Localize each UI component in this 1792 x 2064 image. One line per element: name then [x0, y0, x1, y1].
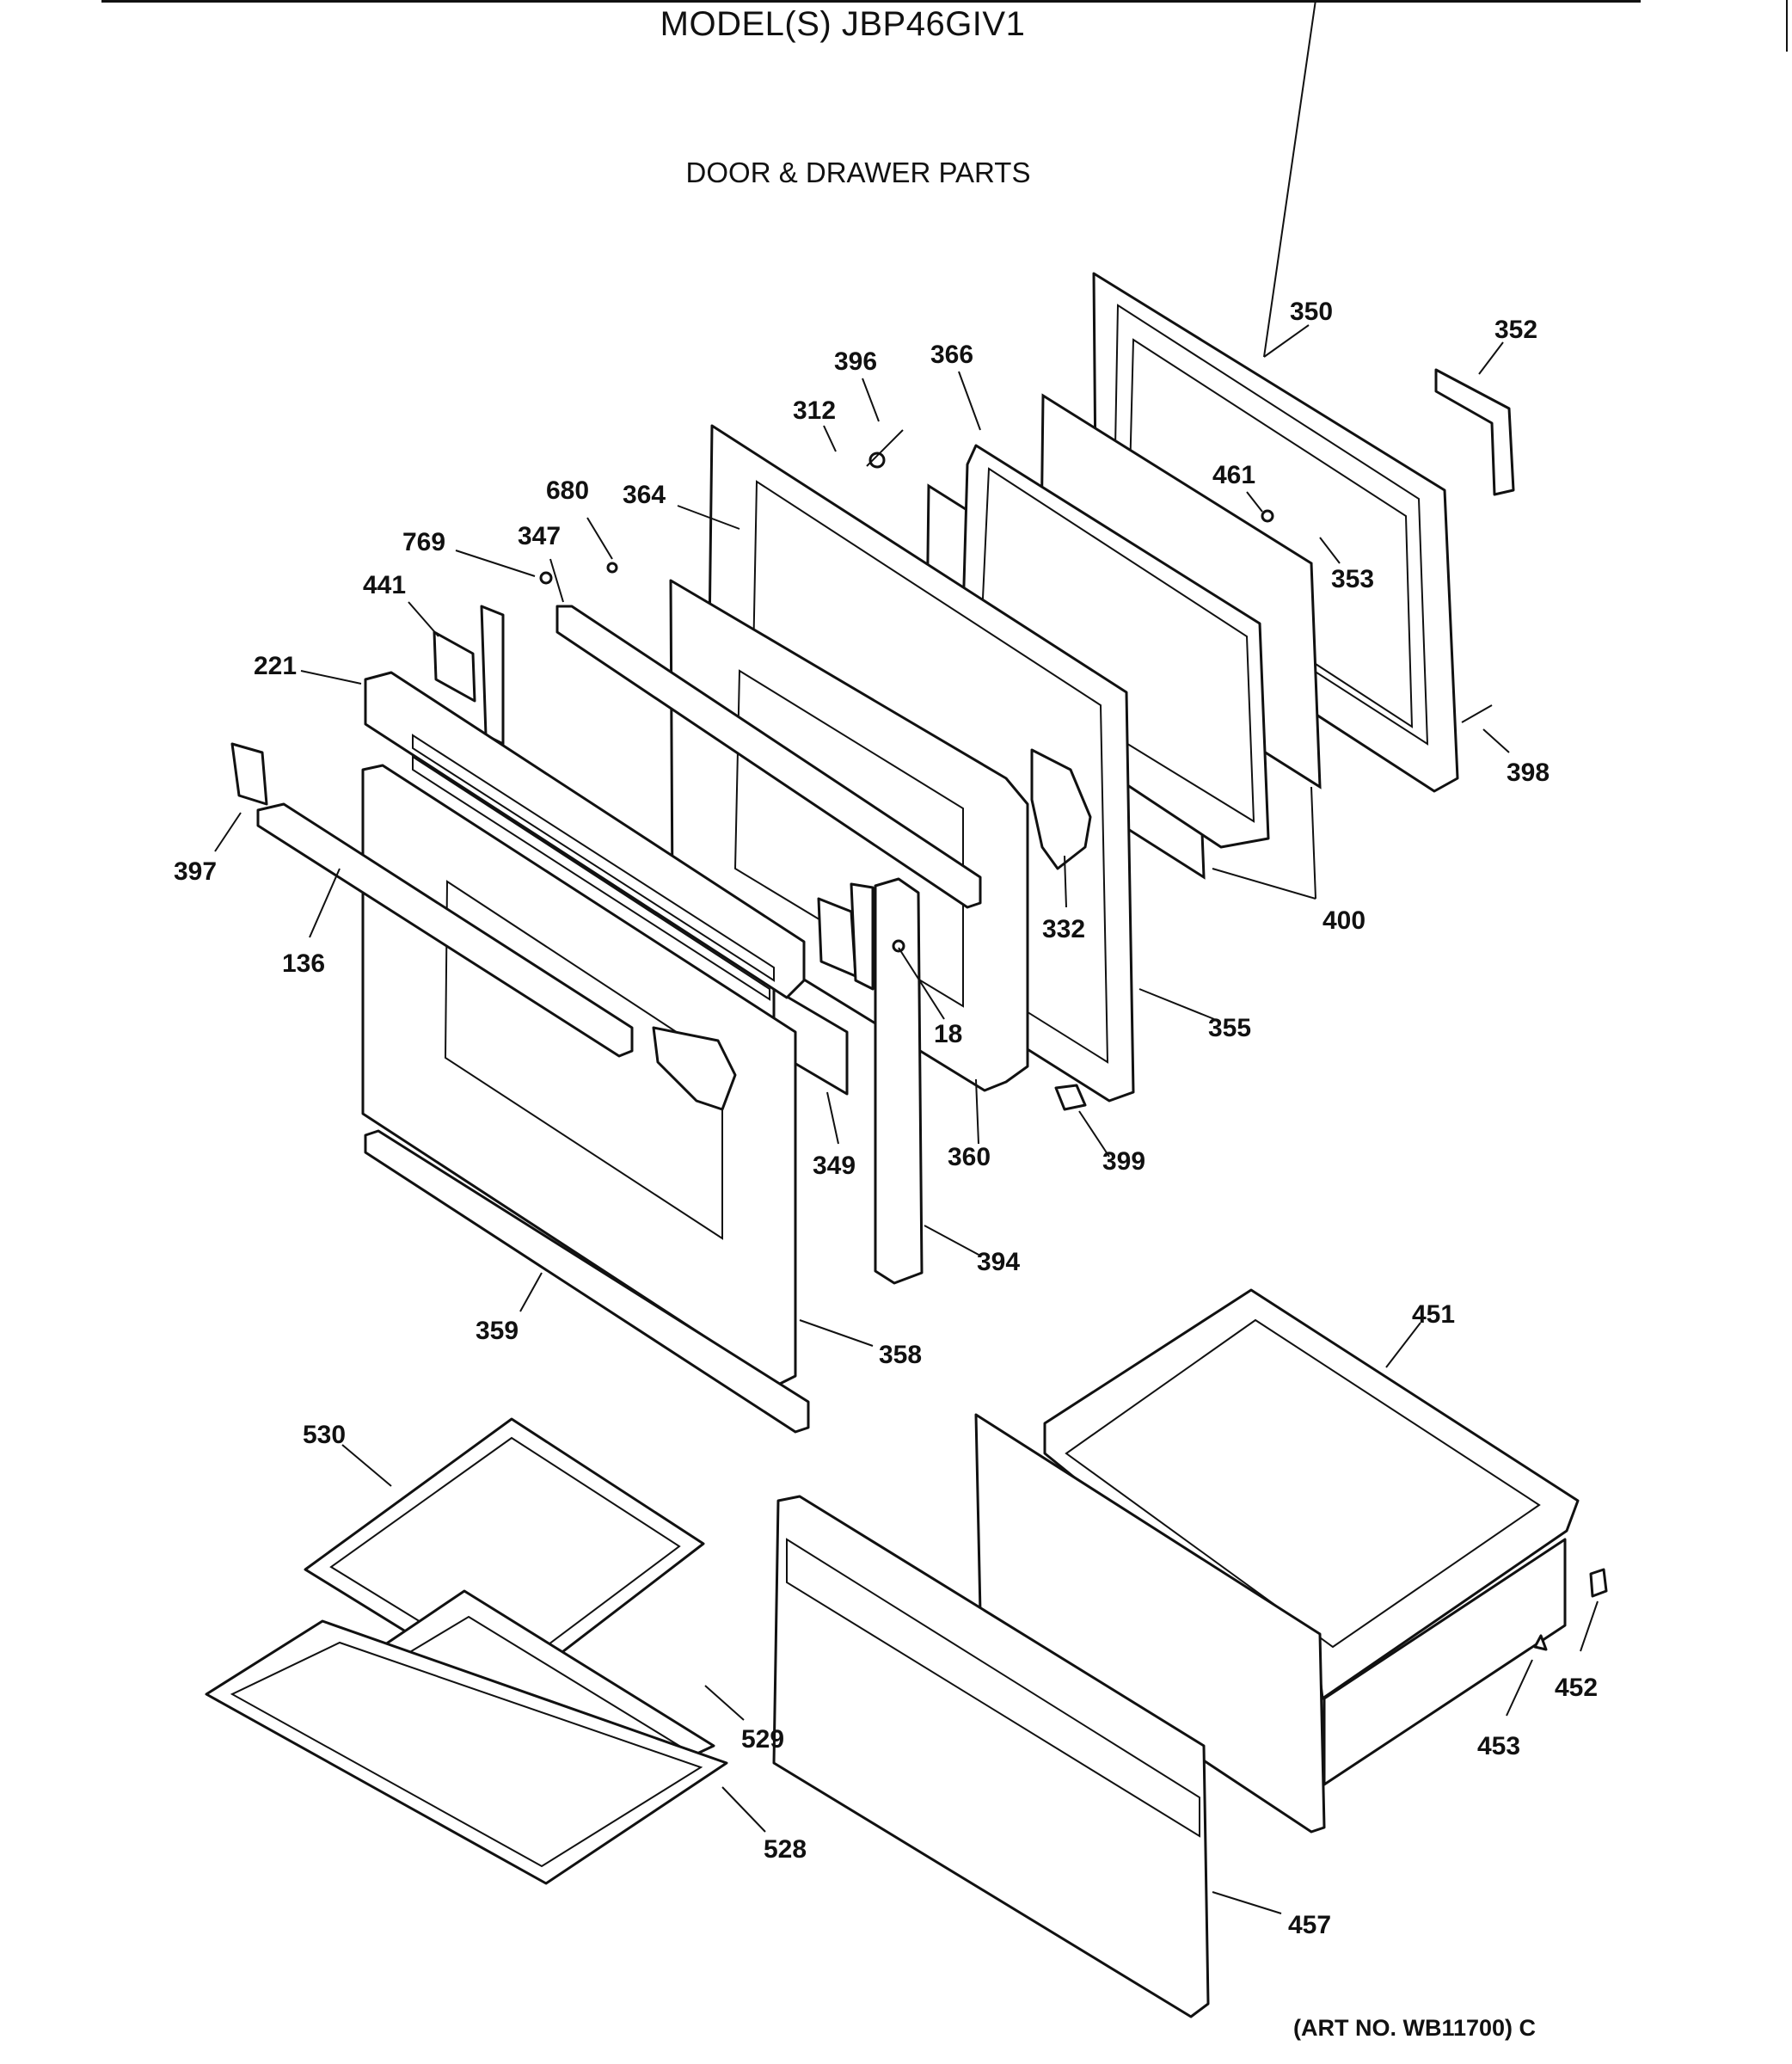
part-397-endcap [230, 742, 268, 806]
callout-366: 366 [930, 341, 973, 369]
part-457-drawer-front [772, 1495, 1210, 2018]
callout-352: 352 [1494, 316, 1537, 344]
section-title: DOOR & DRAWER PARTS [685, 157, 1031, 188]
callout-397: 397 [174, 857, 217, 886]
callout-358: 358 [879, 1341, 922, 1369]
callout-labels: 350 352 396 366 312 461 680 364 353 769 … [174, 298, 1598, 1939]
callout-332: 332 [1042, 915, 1085, 943]
part-394-side-rail [874, 877, 924, 1285]
callout-453: 453 [1477, 1732, 1520, 1760]
part-399-bumper [1054, 1084, 1087, 1111]
part-452-453-clips [1533, 1568, 1608, 1651]
callout-312: 312 [793, 396, 836, 425]
part-352-gasket [1434, 368, 1515, 496]
part-136-handle [256, 802, 737, 1111]
callout-221: 221 [254, 652, 297, 680]
callout-394: 394 [977, 1248, 1020, 1276]
leader-lines [214, 0, 1599, 1914]
part-359-bottom-trim [364, 1129, 810, 1434]
art-number: (ART NO. WB11700) C [1293, 2015, 1537, 2041]
callout-347: 347 [518, 522, 561, 550]
callout-18: 18 [934, 1020, 962, 1048]
callout-353: 353 [1331, 565, 1374, 593]
callout-398: 398 [1507, 759, 1550, 787]
callout-528: 528 [764, 1835, 807, 1864]
callout-441: 441 [363, 571, 406, 599]
part-221-vent-trim [364, 671, 806, 1001]
callout-451: 451 [1412, 1300, 1455, 1329]
top-rule [101, 0, 1641, 3]
callout-529: 529 [741, 1725, 784, 1754]
callout-769: 769 [402, 528, 445, 556]
callout-364: 364 [623, 481, 666, 509]
fasteners [539, 429, 1493, 953]
callout-360: 360 [948, 1143, 991, 1171]
part-hinge-right [817, 882, 875, 991]
callout-399: 399 [1102, 1147, 1145, 1176]
part-358-outer-door [361, 764, 797, 1386]
callout-350: 350 [1290, 298, 1333, 326]
callout-355: 355 [1208, 1014, 1251, 1042]
part-347-channel [555, 605, 982, 909]
callout-136: 136 [282, 949, 325, 978]
part-332-insulation [1030, 748, 1092, 870]
callout-349: 349 [813, 1152, 856, 1180]
part-441-hinge [433, 605, 505, 746]
part-451-drawer-box [974, 1288, 1580, 1834]
callout-530: 530 [303, 1421, 346, 1449]
callout-461: 461 [1212, 461, 1255, 489]
callout-680: 680 [546, 476, 589, 505]
part-366-inner-frame [960, 444, 1270, 849]
right-rule [1786, 0, 1788, 52]
model-title: MODEL(S) JBP46GIV1 [660, 5, 1026, 43]
callout-452: 452 [1555, 1674, 1598, 1702]
callout-359: 359 [476, 1317, 519, 1345]
callout-457: 457 [1288, 1911, 1331, 1939]
callout-396: 396 [834, 347, 877, 376]
part-528-oven-rack [205, 1619, 728, 1885]
callout-400: 400 [1323, 906, 1365, 935]
